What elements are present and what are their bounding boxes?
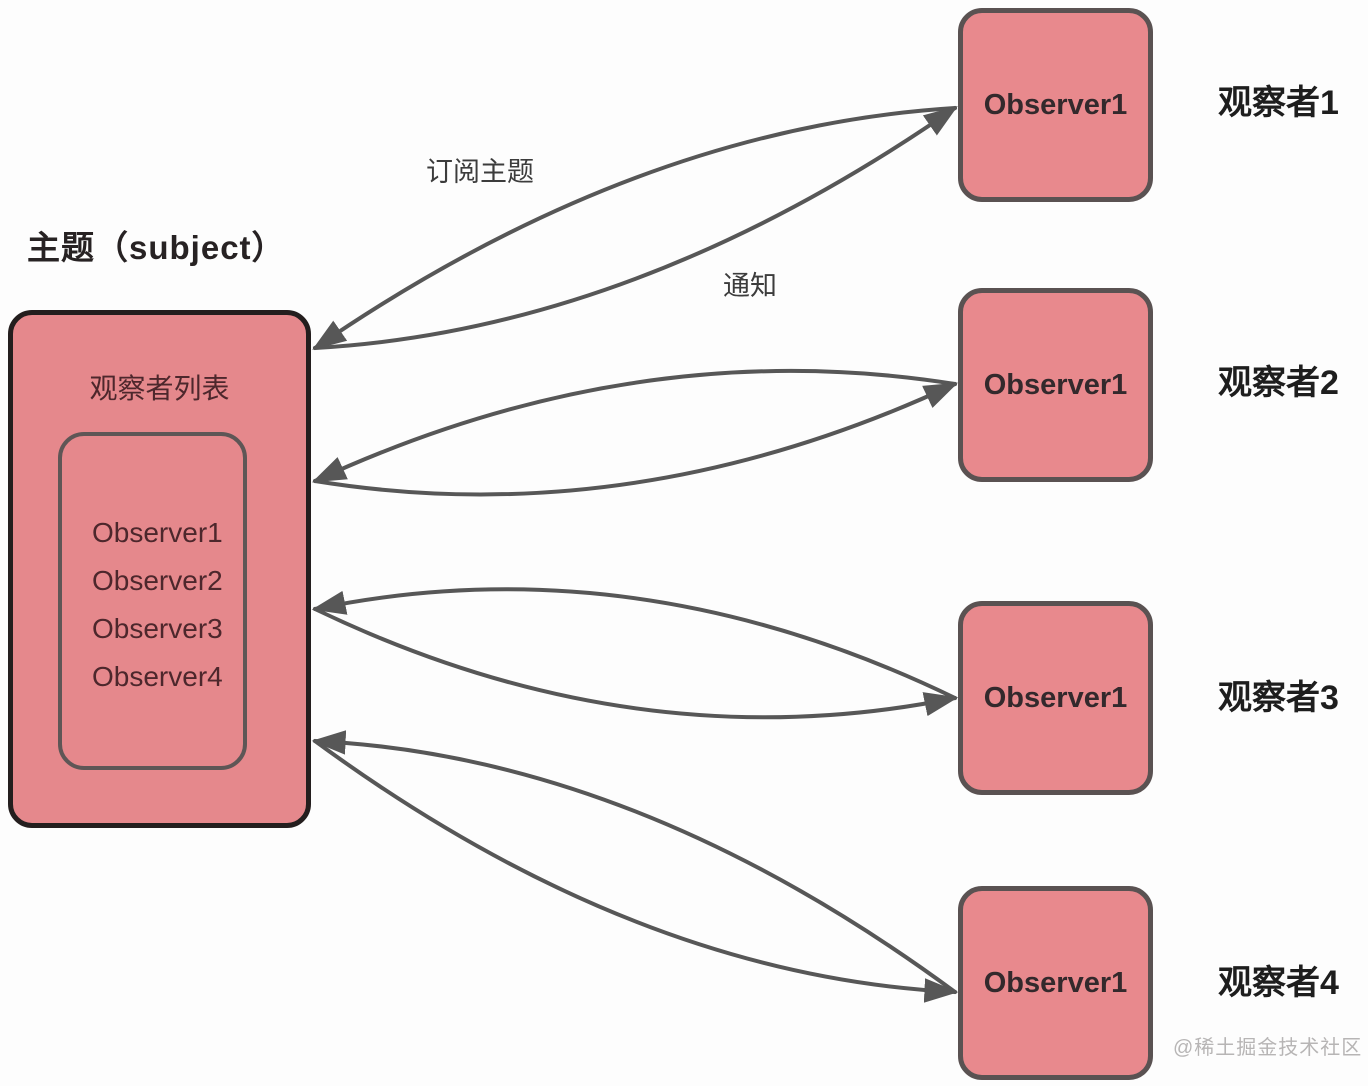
observer-list: Observer1 Observer2 Observer3 Observer4: [92, 509, 223, 701]
list-item: Observer3: [92, 613, 223, 644]
subscribe-arrow-label: 订阅主题: [426, 157, 534, 187]
list-item: Observer4: [92, 661, 223, 692]
subscribe-curve-1: [312, 106, 957, 350]
observer-box-label: Observer1: [983, 681, 1128, 714]
notify-curve-2: [313, 382, 959, 497]
notify-curve-3: [313, 607, 959, 720]
notify-arrow-label: 通知: [723, 271, 777, 301]
notify-curve-1: [313, 106, 958, 350]
subscribe-curve-3: [311, 587, 957, 700]
observer-side-label-1: 观察者1: [1218, 84, 1339, 122]
subscribe-curve-4: [311, 730, 957, 994]
observer-list-title: 观察者列表: [89, 373, 230, 404]
subscribe-curve-2: [311, 368, 957, 483]
list-item: Observer1: [92, 517, 223, 548]
observer-box-label: Observer1: [983, 88, 1128, 121]
observer-box-label: Observer1: [983, 966, 1128, 999]
observer-box-4: Observer1: [958, 886, 1153, 1080]
watermark: @稀土掘金技术社区: [1173, 1037, 1363, 1059]
subject-box: 观察者列表 Observer1 Observer2 Observer3 Obse…: [8, 310, 311, 828]
observer-box-2: Observer1: [958, 288, 1153, 482]
observer-box-1: Observer1: [958, 8, 1153, 202]
observer-side-label-4: 观察者4: [1218, 964, 1339, 1002]
notify-curve-4: [313, 739, 959, 1003]
observer-side-label-2: 观察者2: [1218, 364, 1339, 402]
observer-side-label-3: 观察者3: [1218, 679, 1339, 717]
observer-list-box: Observer1 Observer2 Observer3 Observer4: [58, 432, 247, 770]
list-item: Observer2: [92, 565, 223, 596]
observer-box-label: Observer1: [983, 368, 1128, 401]
observer-box-3: Observer1: [958, 601, 1153, 795]
subject-title: 主题（subject）: [27, 229, 286, 266]
